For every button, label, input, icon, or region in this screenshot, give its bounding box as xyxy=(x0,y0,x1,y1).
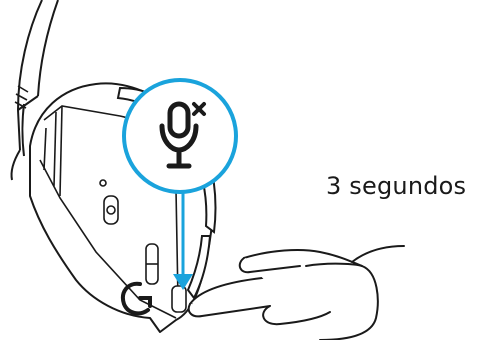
mute-callout xyxy=(124,80,236,192)
power-button[interactable] xyxy=(104,196,118,224)
duration-label: 3 segundos xyxy=(326,172,466,200)
status-led xyxy=(100,180,106,186)
mute-button[interactable] xyxy=(172,286,186,312)
pressing-hand xyxy=(189,246,404,340)
